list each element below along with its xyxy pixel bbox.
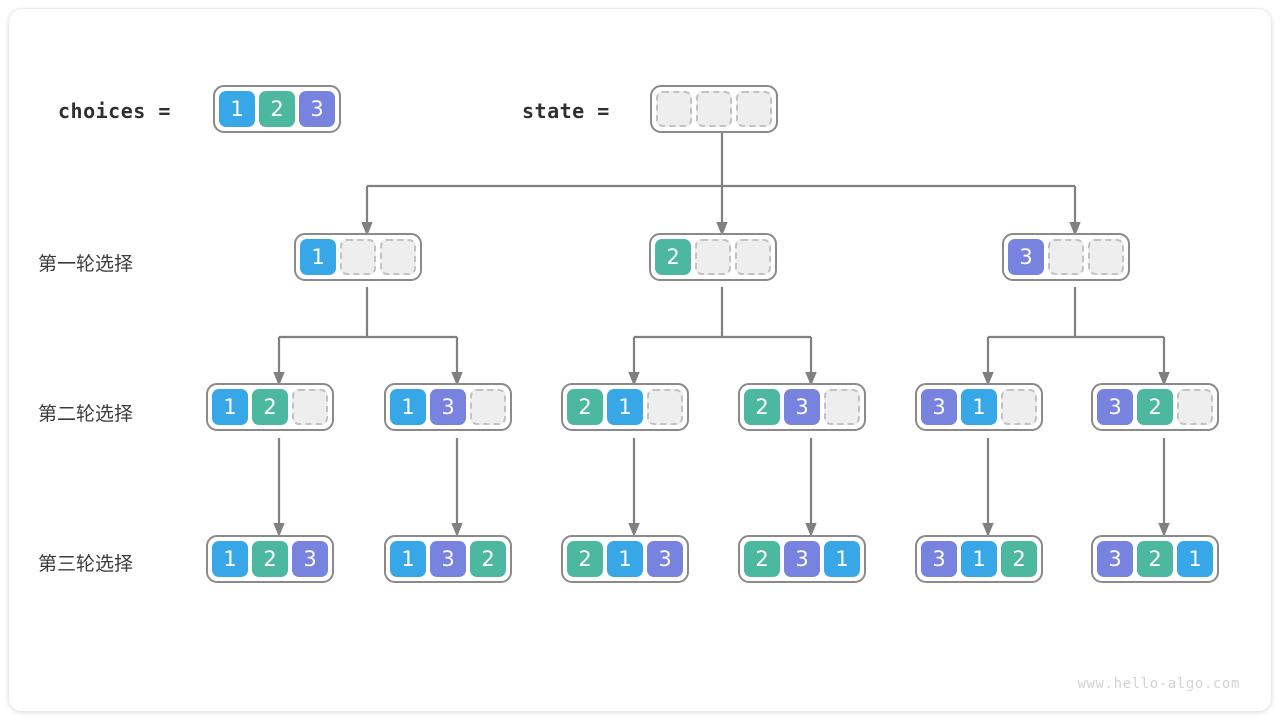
r3n2-cell-1: 1 [607, 541, 643, 577]
row-caption-round-3: 第三轮选择 [38, 553, 134, 575]
r1n1-cell-1 [695, 239, 731, 275]
row-caption-round-2: 第二轮选择 [38, 403, 134, 425]
r3n1-cell-0: 1 [390, 541, 426, 577]
r2n1-cell-2 [470, 389, 506, 425]
r1n2-cell-0: 3 [1008, 239, 1044, 275]
r2n5-cell-2 [1177, 389, 1213, 425]
r2n2-cell-0: 2 [567, 389, 603, 425]
r2n2-cell-2 [647, 389, 683, 425]
r2n0-cell-0: 1 [212, 389, 248, 425]
state-label: state = [522, 99, 610, 123]
r3n3-cell-2: 1 [824, 541, 860, 577]
r3n4-cell-2: 2 [1001, 541, 1037, 577]
r2n3-cell-2 [824, 389, 860, 425]
r3n5-cell-0: 3 [1097, 541, 1133, 577]
r2n1-cell-1: 3 [430, 389, 466, 425]
r3n1-cell-2: 2 [470, 541, 506, 577]
card-frame [8, 8, 1272, 712]
row-caption-round-1: 第一轮选择 [38, 253, 134, 275]
r3n5-cell-1: 2 [1137, 541, 1173, 577]
r2n0-cell-2 [292, 389, 328, 425]
r3n4-cell-1: 1 [961, 541, 997, 577]
r2n5-cell-0: 3 [1097, 389, 1133, 425]
r2n1-cell-0: 1 [390, 389, 426, 425]
r2n4-cell-0: 3 [921, 389, 957, 425]
r3n0-cell-0: 1 [212, 541, 248, 577]
choices-cell-1: 2 [259, 91, 295, 127]
r1n0-cell-2 [380, 239, 416, 275]
r2n5-cell-1: 2 [1137, 389, 1173, 425]
r1n0-cell-0: 1 [300, 239, 336, 275]
r2n4-cell-2 [1001, 389, 1037, 425]
r2n4-cell-1: 1 [961, 389, 997, 425]
r2n0-cell-1: 2 [252, 389, 288, 425]
choices-cell-2: 3 [299, 91, 335, 127]
watermark: www.hello-algo.com [1077, 676, 1240, 692]
r3n3-cell-0: 2 [744, 541, 780, 577]
r3n4-cell-0: 3 [921, 541, 957, 577]
choices-cell-0: 1 [219, 91, 255, 127]
r3n2-cell-0: 2 [567, 541, 603, 577]
r1n0-cell-1 [340, 239, 376, 275]
r3n2-cell-2: 3 [647, 541, 683, 577]
state-cell-0 [656, 91, 692, 127]
state-node-round-1-1: 2 [649, 233, 777, 281]
r3n1-cell-1: 3 [430, 541, 466, 577]
r2n3-cell-0: 2 [744, 389, 780, 425]
state-array [650, 85, 778, 133]
r1n1-cell-2 [735, 239, 771, 275]
choices-label: choices = [58, 99, 171, 123]
r1n2-cell-2 [1088, 239, 1124, 275]
state-node-round-1-2: 3 [1002, 233, 1130, 281]
r3n0-cell-2: 3 [292, 541, 328, 577]
r2n2-cell-1: 1 [607, 389, 643, 425]
r3n3-cell-1: 3 [784, 541, 820, 577]
r1n1-cell-0: 2 [655, 239, 691, 275]
r1n2-cell-1 [1048, 239, 1084, 275]
r3n5-cell-2: 1 [1177, 541, 1213, 577]
state-cell-1 [696, 91, 732, 127]
r2n3-cell-1: 3 [784, 389, 820, 425]
state-node-round-1-0: 1 [294, 233, 422, 281]
state-cell-2 [736, 91, 772, 127]
r3n0-cell-1: 2 [252, 541, 288, 577]
